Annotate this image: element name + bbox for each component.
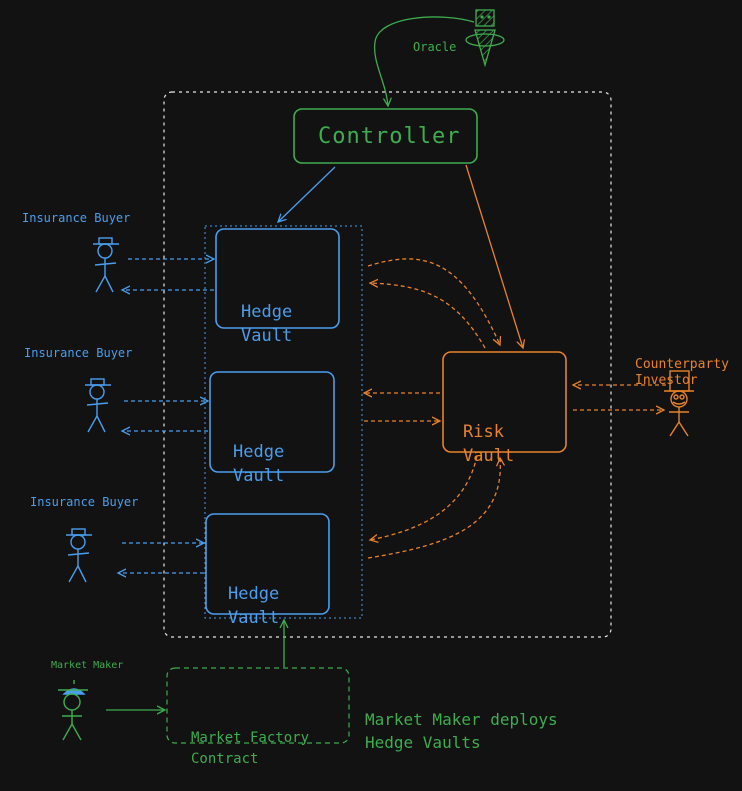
arrow-controller-to-hedge-vault (278, 166, 336, 222)
insurance-buyer-figure-2 (85, 378, 111, 433)
controller-label: Controller (318, 124, 461, 149)
risk-counterparty-arrows (573, 385, 666, 410)
hedge-vault-box-3[interactable] (205, 513, 330, 615)
arrow-oracle-to-controller (373, 16, 475, 106)
market-maker-figure (58, 680, 88, 741)
insurance-buyer-label-1: Insurance Buyer (22, 211, 131, 225)
market-factory-box[interactable] (166, 667, 350, 744)
controller-box[interactable] (293, 108, 478, 164)
buyer-vault-arrows-3 (118, 543, 204, 573)
insurance-buyer-label-3: Insurance Buyer (30, 495, 139, 509)
arrow-controller-to-risk-vault (465, 164, 523, 348)
oracle-icon (465, 9, 505, 68)
hedge-risk-arrows-3 (367, 455, 500, 559)
market-maker-label: Market Maker (51, 660, 124, 671)
hedge-risk-arrows-1 (367, 258, 500, 349)
counterparty-investor-figure (664, 370, 694, 437)
buyer-vault-arrows-1 (122, 259, 214, 290)
system-boundary (163, 91, 612, 638)
risk-vault-box[interactable] (442, 351, 567, 453)
insurance-buyer-figure-1 (93, 237, 119, 293)
insurance-buyer-figure-3 (66, 528, 92, 583)
insurance-buyer-label-2: Insurance Buyer (24, 346, 133, 360)
hedge-risk-arrows-2 (364, 393, 440, 421)
hedge-vault-box-1[interactable] (215, 228, 340, 329)
buyer-vault-arrows-2 (122, 401, 208, 431)
hedge-vault-box-2[interactable] (209, 371, 335, 473)
hedge-vault-group-frame (204, 225, 363, 619)
oracle-label: Oracle (413, 40, 457, 54)
